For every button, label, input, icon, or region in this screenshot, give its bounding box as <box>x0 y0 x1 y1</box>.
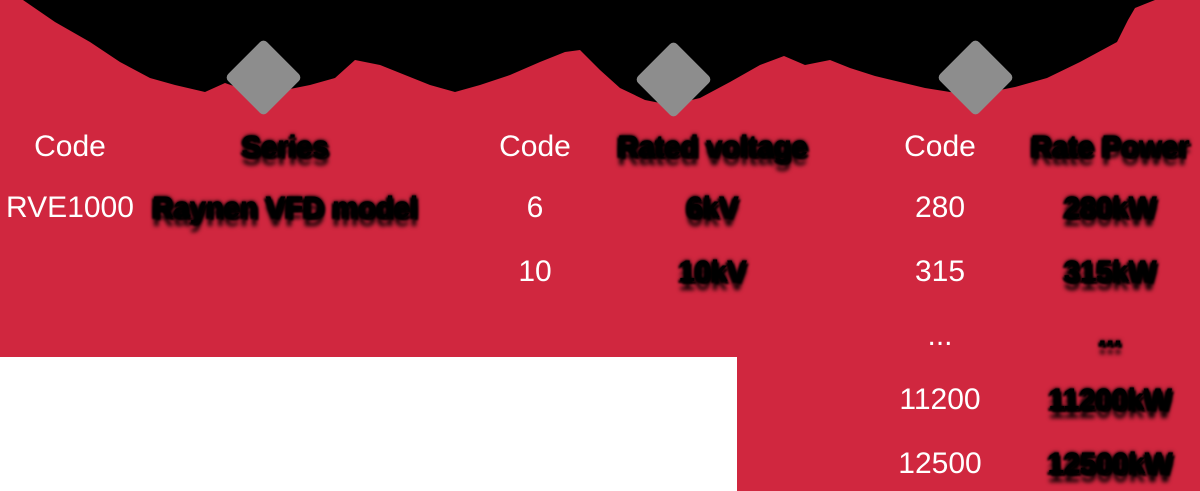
code-value: 280 <box>914 191 966 224</box>
desc-value: 12500kW <box>1047 447 1173 480</box>
desc-value: 10kV <box>678 255 747 288</box>
red-panel-bottom-right <box>737 357 1200 491</box>
column-header-code: Code <box>499 130 571 163</box>
code-value: 12500 <box>898 447 982 480</box>
desc-value: 11200kW <box>1048 383 1172 416</box>
series-table: Code Series RVE1000 Raynen VFD model <box>0 118 430 240</box>
code-value: 315 <box>914 255 966 288</box>
desc-value: 280kW <box>1063 191 1157 224</box>
desc-value-ellipsis: ... <box>1098 319 1122 352</box>
code-value-ellipsis: ... <box>927 319 953 352</box>
desc-value: 315kW <box>1063 255 1157 288</box>
column-header-power: Rate Power <box>1030 130 1190 163</box>
code-value: 6 <box>526 191 544 224</box>
desc-value: Raynen VFD model <box>152 191 418 224</box>
column-header-code: Code <box>904 130 976 163</box>
code-value: 11200 <box>899 383 981 416</box>
code-value: 10 <box>518 255 552 288</box>
rated-voltage-table: Code Rated voltage 6 6kV 10 10kV <box>450 118 808 304</box>
cropped-banner-text <box>23 0 1155 105</box>
desc-value: 6kV <box>686 191 739 224</box>
column-header-code: Code <box>34 130 106 163</box>
column-header-voltage: Rated voltage <box>617 130 808 163</box>
code-value: RVE1000 <box>6 191 134 224</box>
rate-power-table: Code Rate Power 280 280kW 315 315kW ... … <box>850 118 1190 491</box>
column-header-series: Series <box>241 130 329 163</box>
